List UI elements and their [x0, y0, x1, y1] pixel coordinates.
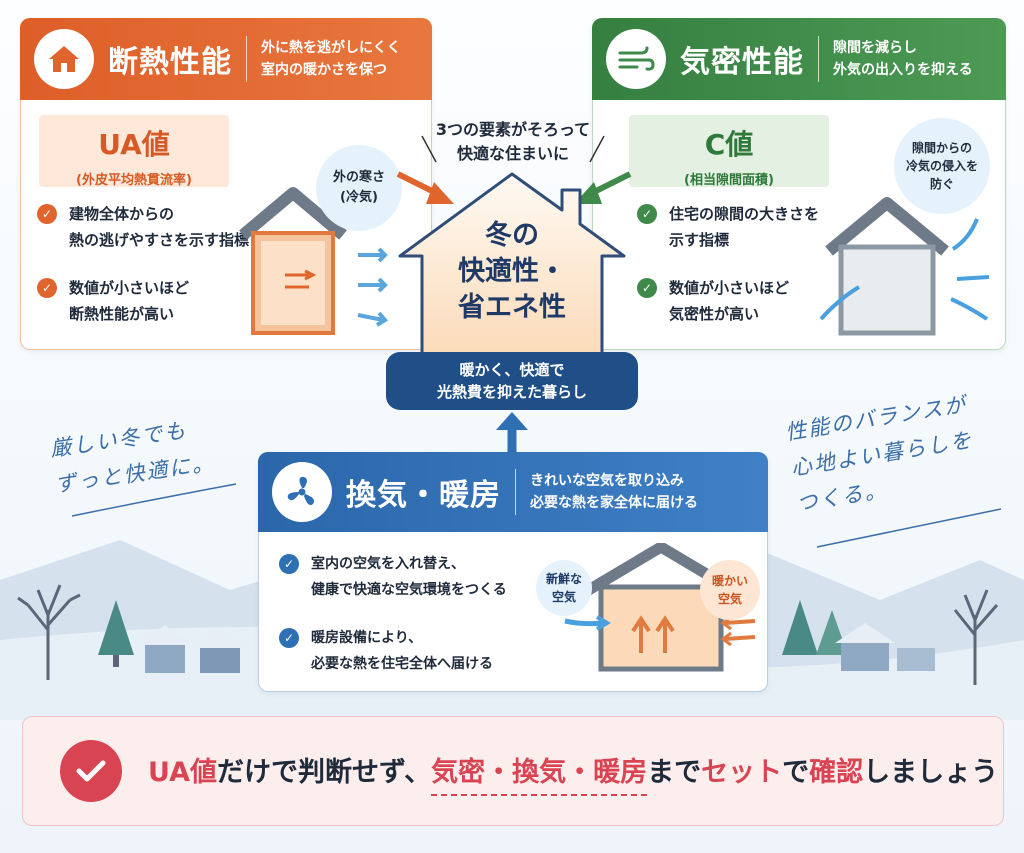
airtight-house-icon: [819, 197, 990, 336]
fresh-air-bubble: 新鮮な 空気: [536, 560, 592, 616]
warm-air-bubble: 暖かい 空気: [700, 560, 760, 620]
header-separator: [515, 469, 516, 515]
caption-lines: [421, 135, 605, 163]
check-icon: ✓: [37, 204, 57, 224]
airtight-header: 気密性能 隙間を減らし 外気の出入りを抑える: [592, 18, 1006, 100]
pine-tree-icon: [98, 600, 134, 667]
ua-subtitle: (外皮平均熱貫流率): [76, 173, 192, 188]
insulated-house-icon: [239, 187, 389, 335]
right-note: 性能のバランスが 心地よい暮らしを つくる。: [783, 392, 975, 516]
check-icon: ✓: [279, 554, 299, 574]
airtight-title: 気密性能: [680, 45, 804, 80]
ua-title: UA値: [98, 128, 170, 161]
village-houses-right: [835, 623, 935, 671]
center-house-text: 冬の 快適性・ 省エネ性: [458, 220, 566, 323]
c-metric-box: C値 (相当隙間面積): [629, 115, 829, 188]
draft-prevention-bubble: 隙間からの 冷気の侵入を 防ぐ: [894, 118, 990, 214]
footer-highlight-set: 気密・換気・暖房: [431, 757, 648, 796]
tree-right-icon: [953, 589, 999, 685]
list-item: ✓ 建物全体からの 熱の逃げやすさを示す指標: [37, 201, 307, 253]
footer-ua: UA値: [148, 757, 217, 788]
house-icon: [34, 29, 94, 89]
footer-message: UA値だけで判断せず、気密・換気・暖房までセットで確認しましょう: [148, 750, 998, 796]
tree-left-icon: [17, 584, 81, 680]
ventilation-panel: 換気・暖房 きれいな空気を取り込み 必要な熱を家全体に届ける ✓ 室内の空気を入…: [258, 452, 768, 692]
list-item: ✓ 室内の空気を入れ替え、 健康で快適な空気環境をつくる: [279, 551, 559, 603]
header-separator: [246, 36, 247, 82]
arrow-insulation-to-center: [396, 171, 454, 204]
insulation-header: 断熱性能 外に熱を逃がしにくく 室内の暖かさを保つ: [20, 18, 432, 100]
c-title: C値: [704, 128, 754, 161]
insulation-description: 外に熱を逃がしにくく 室内の暖かさを保つ: [261, 40, 401, 78]
pine-trees-right-icon: [782, 600, 848, 655]
list-item: ✓ 暖房設備により、 必要な熱を住宅全体へ届ける: [279, 625, 559, 677]
list-item: ✓ 数値が小さいほど 断熱性能が高い: [37, 275, 307, 327]
footer-text-1: だけで判断せず、: [217, 757, 432, 788]
right-note-underline: [816, 508, 1002, 548]
insulation-panel: 断熱性能 外に熱を逃がしにくく 室内の暖かさを保つ UA値 (外皮平均熱貫流率)…: [20, 18, 432, 350]
footer-text-4: しましょう: [863, 757, 999, 788]
arrow-ventilation-to-center: [496, 412, 528, 456]
check-icon: ✓: [279, 628, 299, 648]
check-circle-icon: [60, 740, 122, 802]
c-subtitle: (相当隙間面積): [684, 173, 774, 188]
cold-air-bubble: 外の寒さ (冷気): [316, 145, 402, 231]
ventilation-header: 換気・暖房 きれいな空気を取り込み 必要な熱を家全体に届ける: [258, 452, 768, 532]
footer-text-2: まで: [647, 757, 702, 788]
insulation-title: 断熱性能: [108, 45, 232, 80]
list-item: ✓ 住宅の隙間の大きさを 示す指標: [637, 201, 857, 253]
ventilation-description: きれいな空気を取り込み 必要な熱を家全体に届ける: [530, 473, 698, 511]
ventilation-checks: ✓ 室内の空気を入れ替え、 健康で快適な空気環境をつくる ✓ 暖房設備により、 …: [279, 551, 559, 699]
insulation-checks: ✓ 建物全体からの 熱の逃げやすさを示す指標 ✓ 数値が小さいほど 断熱性能が高…: [37, 201, 307, 349]
fan-icon: [272, 462, 332, 522]
result-banner: 暖かく、快適で 光熱費を抑えた暮らし: [386, 352, 638, 410]
footer-callout: [22, 716, 1004, 826]
center-caption: 3つの要素がそろって 快適な住まいに: [435, 120, 591, 163]
village-houses-left: [140, 625, 245, 673]
list-item: ✓ 数値が小さいほど 気密性が高い: [637, 275, 857, 327]
left-note-underline: [71, 483, 237, 517]
footer-text-3: で: [782, 757, 810, 788]
check-icon: ✓: [37, 278, 57, 298]
center-house-shape: [398, 172, 626, 366]
airtight-description: 隙間を減らし 外気の出入りを抑える: [833, 40, 973, 78]
ua-metric-box: UA値 (外皮平均熱貫流率): [39, 115, 229, 188]
check-icon: ✓: [637, 278, 657, 298]
ventilation-title: 換気・暖房: [346, 478, 501, 513]
header-separator: [818, 36, 819, 82]
footer-set: セット: [701, 757, 783, 788]
airtight-checks: ✓ 住宅の隙間の大きさを 示す指標 ✓ 数値が小さいほど 気密性が高い: [637, 201, 857, 349]
wind-icon: [606, 29, 666, 89]
check-icon: ✓: [637, 204, 657, 224]
footer-confirm: 確認: [809, 757, 864, 788]
